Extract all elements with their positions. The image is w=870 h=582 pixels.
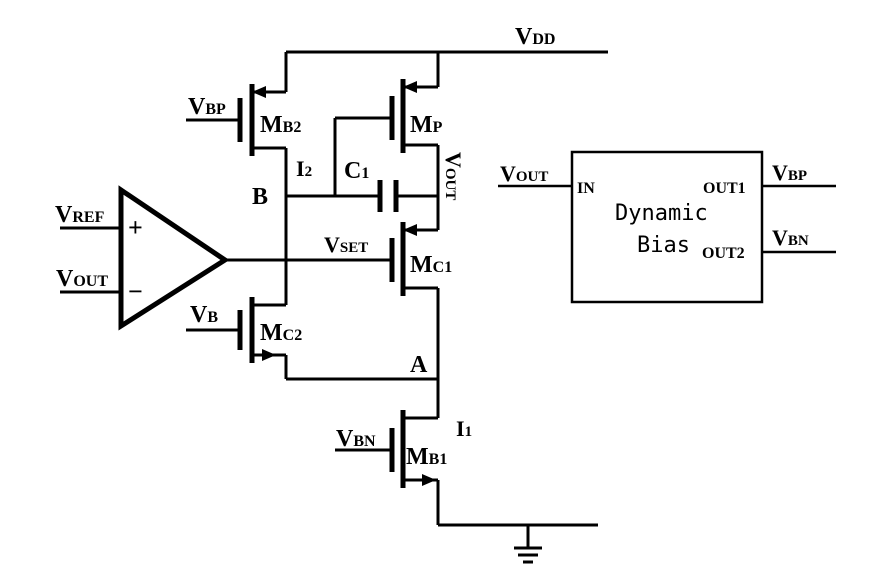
- transistor-mc2: [237, 297, 276, 363]
- bias-port-out2: OUT2: [702, 245, 745, 262]
- label-node-a: A: [410, 352, 428, 378]
- dynamic-bias-block: [498, 150, 836, 304]
- mp-arrow-icon: [403, 81, 417, 93]
- label-i2: I2: [296, 156, 312, 181]
- label-vb: VB: [190, 302, 218, 328]
- opamp-plus-sign: +: [128, 213, 143, 242]
- transistor-mb2: [237, 84, 266, 156]
- label-vdd: VDD: [515, 24, 555, 50]
- bias-title-line1: Dynamic: [615, 201, 708, 226]
- bias-port-in: IN: [577, 180, 595, 197]
- label-c1: C1: [344, 158, 369, 184]
- label-vout-rotated: VOUT: [441, 152, 466, 200]
- transistor-mp: [389, 79, 417, 153]
- label-mp: MP: [410, 112, 443, 138]
- label-bias-out2: VBN: [772, 225, 809, 250]
- mc2-arrow-icon: [262, 349, 276, 361]
- mb1-arrow-icon: [422, 474, 436, 486]
- label-mb1: MB1: [406, 444, 447, 470]
- mb2-arrow-icon: [252, 86, 266, 98]
- capacitor-c1: [377, 180, 399, 212]
- mc1-arrow-icon: [403, 224, 417, 236]
- label-mb2: MB2: [260, 112, 301, 138]
- transistor-mc1: [389, 222, 417, 296]
- label-mc2: MC2: [260, 320, 302, 346]
- label-vset: VSET: [324, 232, 368, 257]
- ground-icon: [514, 525, 542, 564]
- label-mc1: MC1: [410, 252, 452, 278]
- label-bias-input: VOUT: [500, 161, 548, 186]
- bias-title-line2: Bias: [637, 233, 690, 258]
- opamp-minus-sign: −: [128, 277, 143, 306]
- label-vout-input: VOUT: [56, 266, 108, 292]
- bias-port-out1: OUT1: [703, 180, 746, 197]
- label-vbp: VBP: [188, 94, 226, 120]
- label-vref: VREF: [55, 202, 105, 228]
- label-bias-out1: VBP: [772, 160, 807, 185]
- label-i1: I1: [456, 416, 472, 441]
- transistor-mb1: [389, 410, 436, 488]
- label-vbn: VBN: [336, 426, 376, 452]
- label-node-b: B: [252, 184, 268, 210]
- opamp: [118, 185, 230, 331]
